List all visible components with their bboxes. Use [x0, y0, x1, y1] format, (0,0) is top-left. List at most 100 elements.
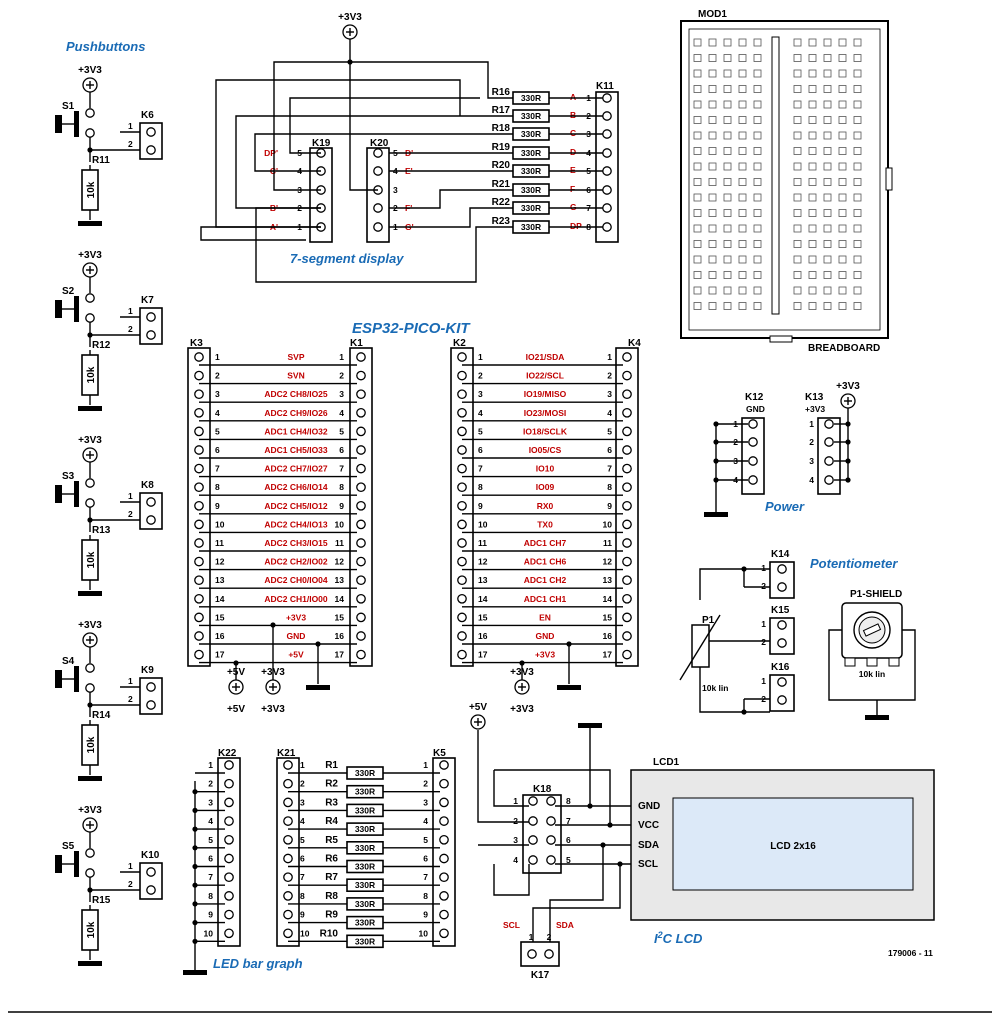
k21-pin-number: 2 — [300, 779, 305, 789]
breadboard-hole — [823, 255, 832, 264]
connector-label: K9 — [141, 665, 154, 676]
esp32-left-signal: ADC2 CH3/IO15 — [264, 538, 328, 548]
pin — [224, 834, 234, 845]
pin-number: 2 — [128, 139, 133, 149]
pin — [622, 631, 632, 641]
pin — [194, 612, 204, 623]
ground-symbol — [78, 221, 102, 226]
breadboard-hole — [793, 116, 802, 124]
breadboard-hole — [693, 85, 702, 93]
pot-shield-label: P1-SHIELD — [850, 589, 902, 600]
esp32-right-signal: GND — [536, 631, 555, 641]
resistor-label: R12 — [92, 340, 111, 351]
pin — [824, 475, 834, 485]
k17-signal: SCL — [503, 920, 520, 930]
k21-pin-number: 5 — [300, 835, 305, 845]
pin — [457, 426, 467, 437]
breadboard-hole — [738, 224, 747, 233]
wire — [494, 769, 611, 825]
k22-pin-number: 1 — [208, 760, 213, 770]
pin — [622, 426, 632, 437]
pot-shield-value: 10k lin — [859, 669, 885, 679]
breadboard-hole — [753, 302, 762, 310]
pin — [356, 389, 366, 400]
lcd-pin-label: SDA — [638, 840, 659, 851]
pin — [356, 612, 366, 623]
k21-pin-number: 7 — [300, 872, 305, 882]
esp32-left-signal: ADC2 CH0/IO04 — [264, 575, 328, 585]
segment-resistor-value: 330R — [521, 129, 541, 139]
lcd-name: LCD1 — [653, 757, 680, 768]
wire — [549, 845, 604, 942]
esp32-right-signal: IO22/SCL — [526, 371, 564, 381]
supply-label-below: +3V3 — [261, 704, 285, 715]
led-resistor-value: 330R — [355, 787, 375, 797]
k21-pin-number: 6 — [300, 854, 305, 864]
k13-pin-number: 4 — [809, 475, 814, 485]
breadboard-hole — [853, 178, 862, 186]
breadboard-hole — [793, 224, 802, 233]
led-resistor-label: R4 — [325, 816, 338, 827]
pin — [356, 631, 366, 641]
k22-pin-number: 9 — [208, 910, 213, 920]
k13-pin-number: 1 — [809, 419, 814, 429]
pin — [146, 312, 156, 322]
k3-pin-number: 11 — [215, 538, 224, 548]
pin — [224, 928, 234, 939]
breadboard-hole — [708, 224, 717, 233]
k1-pin-number: 16 — [335, 631, 345, 641]
connector-label: K7 — [141, 295, 154, 306]
breadboard-hole — [838, 224, 847, 233]
k2-pin-number: 4 — [478, 408, 483, 418]
lcd-pin-label: SCL — [638, 859, 658, 870]
esp32-right-signal: IO18/SCLK — [523, 426, 568, 436]
wire — [532, 864, 621, 942]
breadboard-hole — [823, 162, 832, 171]
breadboard-hole — [738, 193, 747, 202]
k12-pin-number: 2 — [733, 437, 738, 447]
pin — [457, 649, 467, 660]
k2-pin-number: 12 — [478, 557, 488, 567]
breadboard-hole — [793, 209, 802, 217]
wire — [699, 568, 770, 600]
pin — [622, 575, 632, 586]
k3-pin-number: 2 — [215, 371, 220, 381]
pin — [602, 93, 612, 103]
breadboard-hole — [838, 100, 847, 109]
breadboard-hole — [753, 100, 762, 109]
k22-pin-number: 5 — [208, 835, 213, 845]
pot-wiper-arrow — [679, 614, 721, 681]
pin — [602, 148, 612, 158]
pin — [439, 928, 449, 939]
breadboard-hole — [738, 116, 747, 124]
esp32-right-signal: ADC1 CH1 — [524, 594, 567, 604]
pin — [622, 556, 632, 567]
breadboard-hole — [693, 54, 702, 62]
breadboard-tab — [885, 167, 893, 191]
breadboard-hole — [838, 286, 847, 295]
breadboard-hole — [853, 85, 862, 93]
pushbutton-connector — [139, 122, 163, 160]
breadboard-hole — [808, 162, 817, 171]
junction-dot — [617, 861, 623, 867]
k4-pin-number: 9 — [607, 501, 612, 511]
k3-pin-number: 12 — [215, 557, 225, 567]
breadboard-hole — [693, 147, 702, 155]
ground-symbol — [557, 685, 581, 690]
pin — [356, 426, 366, 437]
breadboard-hole — [853, 224, 862, 233]
k5-outline — [432, 757, 456, 947]
esp32-right-signal: IO09 — [536, 482, 555, 492]
pin — [546, 835, 556, 845]
pin — [146, 885, 156, 895]
pushbutton-connector — [139, 677, 163, 715]
wire — [699, 660, 770, 713]
drawn-elements: +3V3S1R1110k12K6+3V3S2R1210k12K7+3V3S3R1… — [55, 9, 935, 981]
pin — [146, 330, 156, 340]
k2-pin-number: 1 — [478, 352, 483, 362]
k18-pin-right: 7 — [566, 816, 571, 826]
ground-symbol — [78, 961, 102, 966]
breadboard-hole — [753, 162, 762, 171]
i2c-suffix: C LCD — [663, 931, 703, 946]
